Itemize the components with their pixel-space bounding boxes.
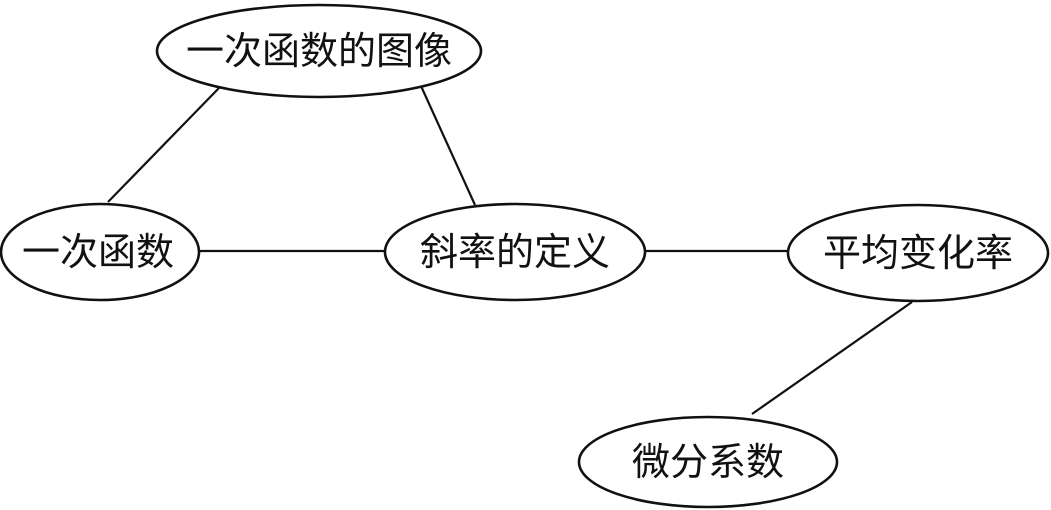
node-label: 平均变化率	[823, 231, 1013, 275]
node-label: 一次函数	[22, 230, 174, 274]
edge-graph-to-linear-function	[107, 87, 220, 203]
node-linear-function: 一次函数	[0, 202, 201, 302]
node-ellipse	[155, 3, 483, 99]
edge-graph-to-slope-definition	[419, 85, 477, 206]
node-ellipse	[0, 202, 201, 302]
node-linear-function-graph: 一次函数的图像	[155, 3, 483, 99]
node-label: 斜率的定义	[420, 230, 610, 274]
node-differential-coefficient: 微分系数	[577, 415, 839, 509]
edge-average-rate-to-differential-coefficient	[751, 301, 913, 415]
node-ellipse	[577, 415, 839, 509]
node-slope-definition: 斜率的定义	[383, 202, 647, 302]
node-average-rate-of-change: 平均变化率	[786, 203, 1050, 303]
node-label: 微分系数	[632, 440, 784, 484]
node-ellipse	[786, 203, 1050, 303]
node-label: 一次函数的图像	[186, 29, 452, 73]
node-ellipse	[383, 202, 647, 302]
